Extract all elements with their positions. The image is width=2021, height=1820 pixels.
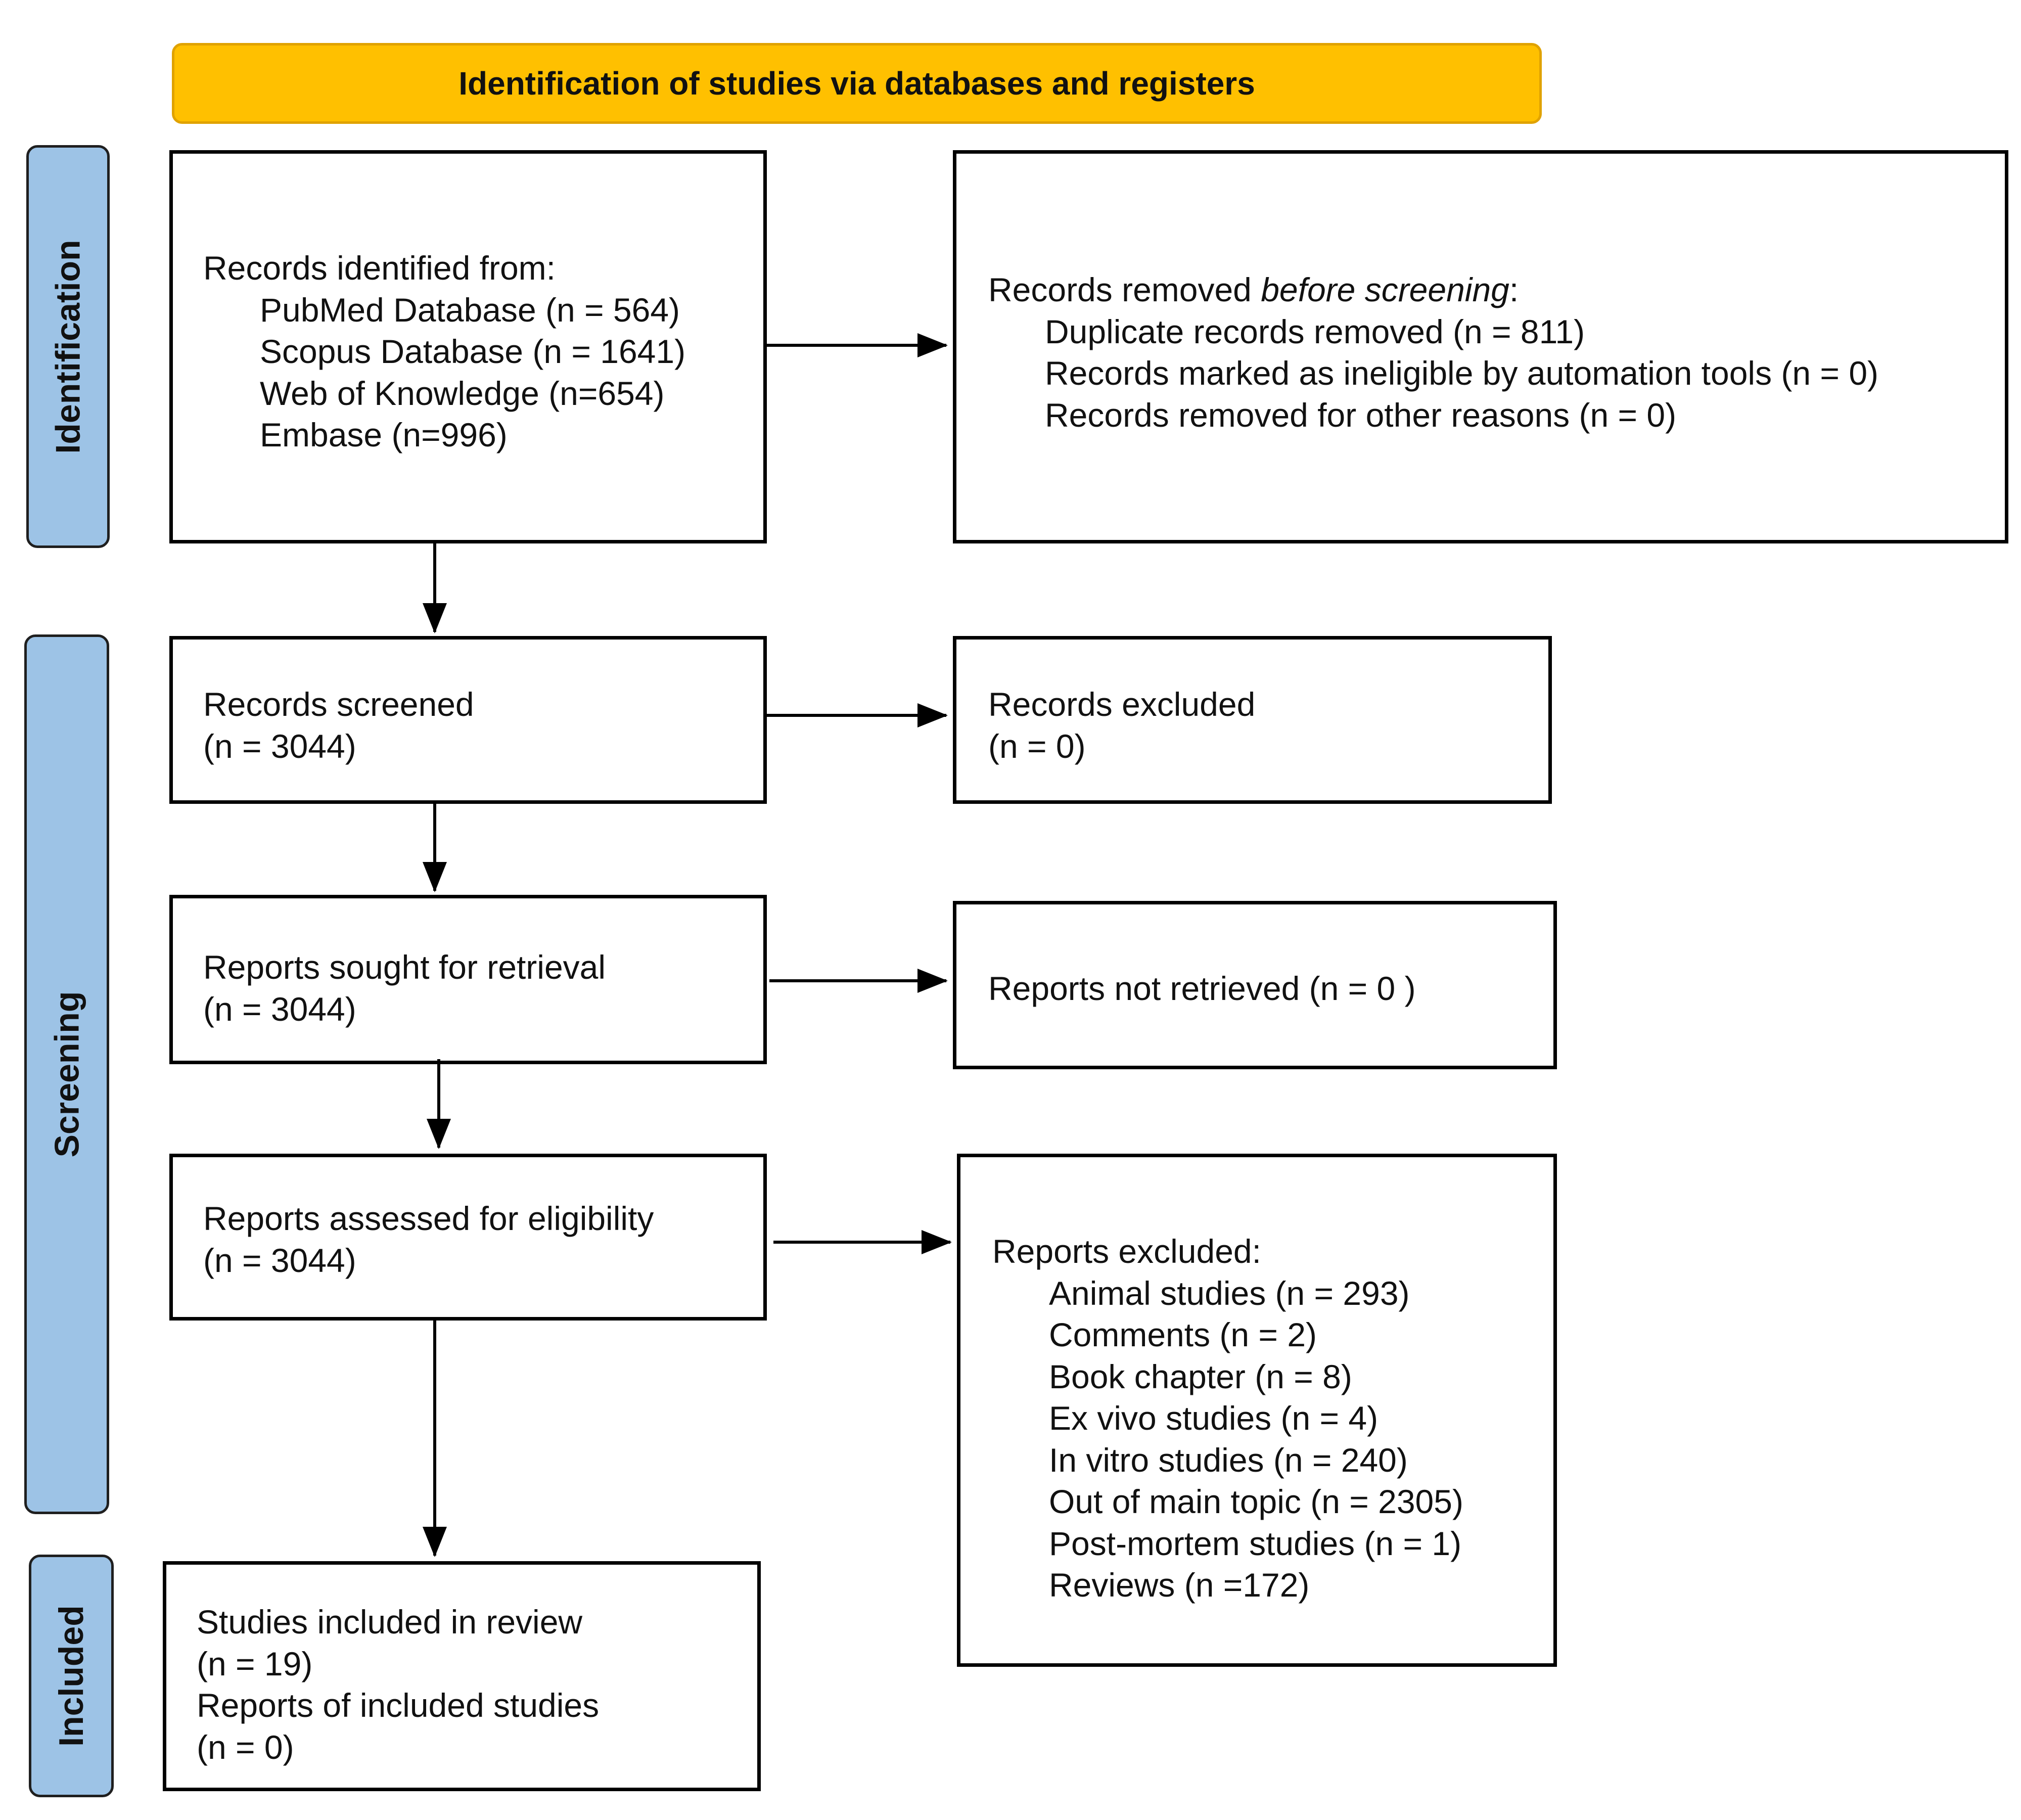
- side-label-identification: Identification: [26, 145, 110, 548]
- reports-excluded-box: Reports excluded: Animal studies (n = 29…: [957, 1154, 1557, 1667]
- reports-sought-box: Reports sought for retrieval (n = 3044): [169, 895, 767, 1064]
- excluded-item: In vitro studies (n = 240): [1049, 1441, 1408, 1479]
- records-identified-box: Records identified from: PubMed Database…: [169, 150, 767, 543]
- source-item: Embase (n=996): [260, 416, 508, 453]
- header-banner: Identification of studies via databases …: [172, 43, 1542, 124]
- removed-item: Records marked as ineligible by automati…: [1045, 354, 1879, 392]
- records-screened-count: (n = 3044): [203, 727, 356, 765]
- source-item: PubMed Database (n = 564): [260, 291, 680, 329]
- excluded-item: Book chapter (n = 8): [1049, 1357, 1352, 1395]
- excluded-item: Comments (n = 2): [1049, 1316, 1317, 1353]
- reports-included-label: Reports of included studies: [197, 1687, 600, 1724]
- reports-included-count: (n = 0): [197, 1728, 294, 1766]
- records-identified-heading: Records identified from:: [203, 249, 556, 287]
- records-screened-label: Records screened: [203, 686, 474, 723]
- excluded-item: Ex vivo studies (n = 4): [1049, 1399, 1379, 1437]
- studies-included-label: Studies included in review: [197, 1603, 583, 1641]
- records-excluded-count: (n = 0): [988, 727, 1086, 765]
- records-removed-box: Records removed before screening: Duplic…: [953, 150, 2008, 543]
- reports-assessed-count: (n = 3044): [203, 1241, 356, 1279]
- studies-included-count: (n = 19): [197, 1645, 313, 1682]
- records-removed-heading-prefix: Records removed: [988, 271, 1261, 308]
- included-box: Studies included in review (n = 19) Repo…: [163, 1561, 761, 1791]
- removed-item: Records removed for other reasons (n = 0…: [1045, 396, 1677, 434]
- source-item: Scopus Database (n = 1641): [260, 333, 686, 370]
- reports-not-retrieved-box: Reports not retrieved (n = 0 ): [953, 901, 1557, 1069]
- source-item: Web of Knowledge (n=654): [260, 374, 665, 412]
- records-removed-heading-suffix: :: [1509, 271, 1519, 308]
- removed-item: Duplicate records removed (n = 811): [1045, 312, 1585, 350]
- excluded-item: Reviews (n =172): [1049, 1566, 1310, 1604]
- records-excluded-label: Records excluded: [988, 686, 1256, 723]
- excluded-item: Out of main topic (n = 2305): [1049, 1483, 1463, 1520]
- records-excluded-box: Records excluded (n = 0): [953, 636, 1552, 804]
- excluded-item: Animal studies (n = 293): [1049, 1274, 1410, 1312]
- side-label-included: Included: [29, 1555, 114, 1797]
- reports-assessed-box: Reports assessed for eligibility (n = 30…: [169, 1154, 767, 1321]
- side-label-screening: Screening: [24, 634, 109, 1514]
- reports-excluded-heading: Reports excluded:: [992, 1233, 1261, 1270]
- reports-not-retrieved-label: Reports not retrieved (n = 0 ): [988, 970, 1416, 1007]
- header-title: Identification of studies via databases …: [458, 65, 1255, 102]
- reports-sought-count: (n = 3044): [203, 990, 356, 1028]
- records-removed-heading-italic: before screening: [1261, 271, 1509, 308]
- records-removed-heading: Records removed before screening:: [988, 269, 2005, 311]
- reports-assessed-label: Reports assessed for eligibility: [203, 1200, 654, 1237]
- excluded-item: Post-mortem studies (n = 1): [1049, 1524, 1462, 1562]
- reports-sought-label: Reports sought for retrieval: [203, 948, 606, 986]
- records-screened-box: Records screened (n = 3044): [169, 636, 767, 804]
